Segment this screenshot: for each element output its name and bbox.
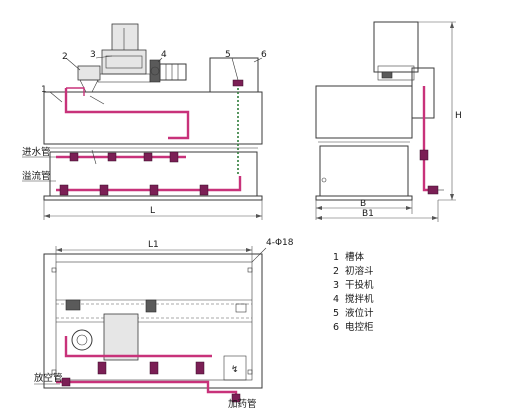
inlet-valve-1	[69, 152, 79, 162]
length-label: L	[150, 206, 155, 216]
drain-pipe-label: 放空管	[34, 372, 63, 384]
mixer-motor	[159, 63, 187, 81]
inlet-valve-3	[143, 152, 153, 162]
overflow-pipe-label: 溢流管	[22, 170, 51, 182]
side-tank-upper	[315, 85, 413, 139]
side-feeder	[373, 21, 419, 73]
outlet-valve-2	[149, 184, 159, 196]
dissolving-funnel	[77, 65, 101, 81]
length1-label: L1	[148, 240, 159, 250]
side-view: H B B1	[315, 21, 462, 222]
plan-outline	[43, 253, 263, 389]
dosing-pipe-label: 加药管	[228, 398, 257, 410]
tank-body-upper	[43, 91, 263, 145]
width-label: B	[360, 199, 366, 209]
part-number-6: 6	[261, 50, 267, 60]
part-number-1: 1	[41, 85, 47, 95]
plan-view: ↯ L1 4-Φ18 放空管 加药管	[34, 238, 294, 410]
tank-base	[43, 195, 263, 201]
width1-label: B1	[362, 209, 374, 219]
outlet-valve-3	[199, 184, 209, 196]
outlet-valve-1	[99, 184, 109, 196]
part-number-5: 5	[225, 50, 231, 60]
part-number-3: 3	[90, 50, 96, 60]
side-tank-lower	[319, 145, 409, 197]
dry-feeder-body	[101, 49, 147, 75]
height-label: H	[455, 111, 462, 121]
plan-feeder	[103, 313, 139, 361]
cabinet-symbol: ↯	[231, 365, 239, 375]
mixer-gearbox	[149, 59, 161, 83]
inlet-pipe-label: 进水管	[22, 146, 51, 158]
dry-feeder-hopper	[111, 23, 139, 53]
inlet-valve-4	[169, 151, 179, 163]
control-cabinet	[209, 57, 259, 93]
inlet-valve-2	[107, 152, 117, 162]
front-view: 1 2 3 4 5 6 进水管 溢流管 L	[22, 23, 267, 220]
part-number-2: 2	[62, 52, 68, 62]
part-number-4: 4	[161, 50, 167, 60]
holes-label: 4-Φ18	[266, 238, 294, 248]
